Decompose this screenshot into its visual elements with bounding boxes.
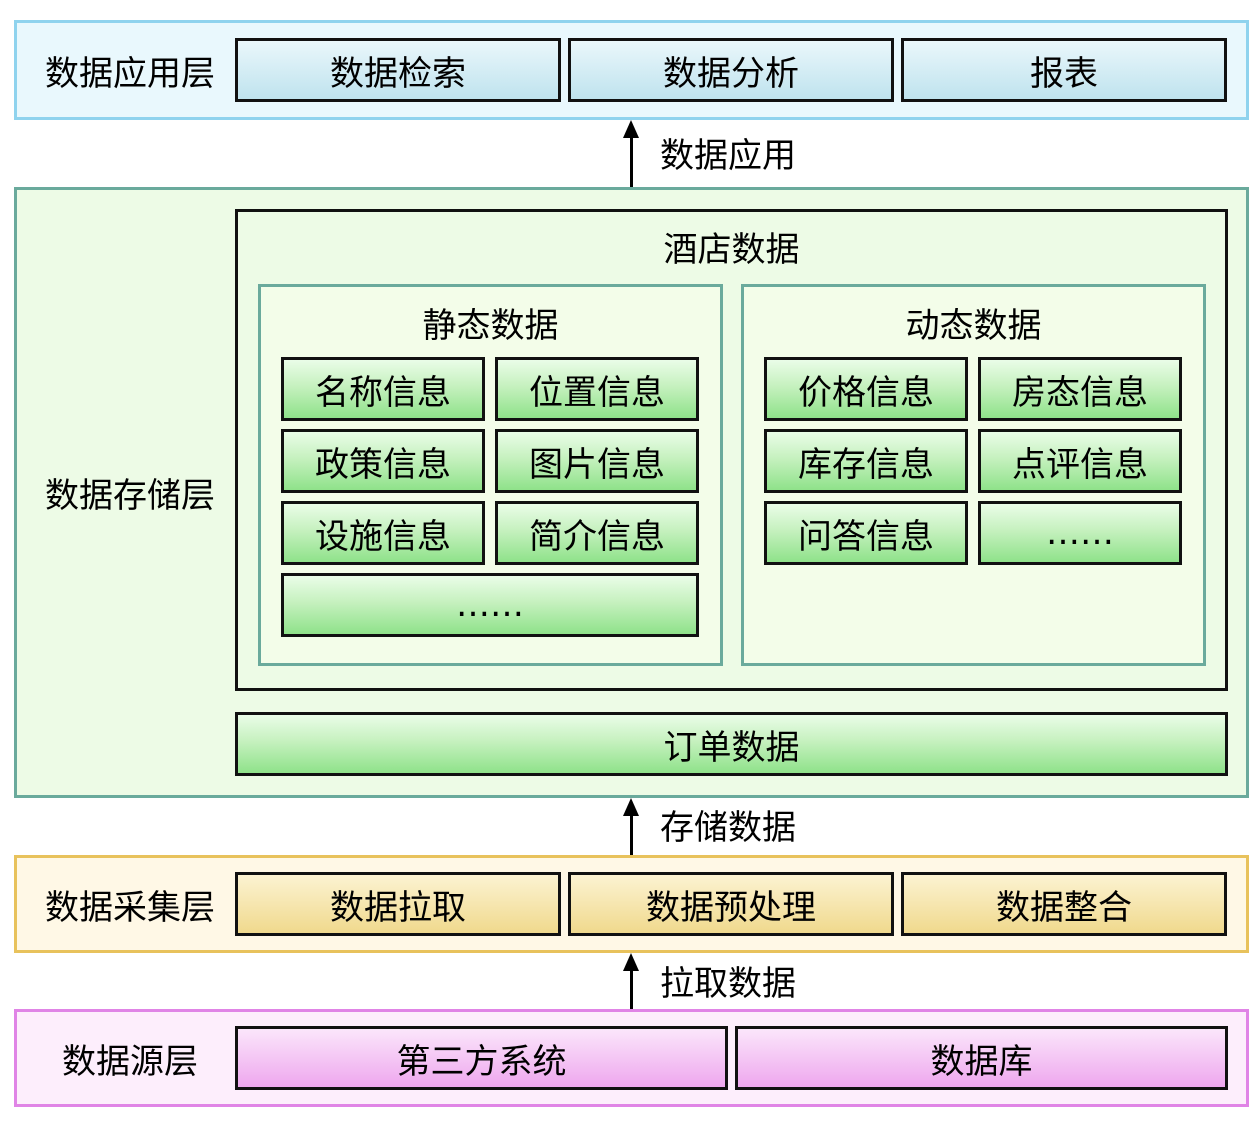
collection-layer-label: 数据采集层 (45, 887, 215, 928)
arrow-label-data-application: 数据应用 (660, 136, 796, 176)
dynamic-item-price: 价格信息 (764, 357, 968, 421)
static-item-policy: 政策信息 (281, 429, 485, 493)
dynamic-item-inventory: 库存信息 (764, 429, 968, 493)
data-retrieval-box: 数据检索 (235, 38, 561, 102)
application-layer-label: 数据应用层 (45, 53, 215, 94)
static-item-location: 位置信息 (495, 357, 699, 421)
report-box: 报表 (901, 38, 1227, 102)
third-party-system-box: 第三方系统 (235, 1026, 728, 1090)
dynamic-item-review: 点评信息 (978, 429, 1182, 493)
dynamic-item-more: …… (978, 501, 1182, 565)
data-integration-box: 数据整合 (901, 872, 1227, 936)
static-data-title: 静态数据 (422, 305, 559, 346)
arrow-shaft (630, 136, 633, 188)
data-pull-box: 数据拉取 (235, 872, 561, 936)
database-box: 数据库 (735, 1026, 1228, 1090)
hotel-data-title: 酒店数据 (663, 229, 800, 270)
dynamic-item-qa: 问答信息 (764, 501, 968, 565)
arrow-up-icon (623, 120, 639, 138)
data-preprocess-box: 数据预处理 (568, 872, 894, 936)
static-item-more: …… (281, 573, 699, 637)
dynamic-data-title: 动态数据 (905, 305, 1042, 346)
storage-layer-label: 数据存储层 (45, 475, 215, 516)
arrow-shaft (630, 814, 633, 856)
static-item-picture: 图片信息 (495, 429, 699, 493)
arrow-up-icon (623, 953, 639, 971)
static-item-name: 名称信息 (281, 357, 485, 421)
arrow-label-pull-data: 拉取数据 (660, 964, 796, 1004)
source-layer-label: 数据源层 (62, 1041, 198, 1082)
data-analysis-box: 数据分析 (568, 38, 894, 102)
static-item-facility: 设施信息 (281, 501, 485, 565)
order-data-box: 订单数据 (235, 712, 1228, 776)
static-item-intro: 简介信息 (495, 501, 699, 565)
arrow-shaft (630, 969, 633, 1009)
dynamic-item-room-status: 房态信息 (978, 357, 1182, 421)
arrow-label-store-data: 存储数据 (660, 808, 796, 848)
arrow-up-icon (623, 798, 639, 816)
